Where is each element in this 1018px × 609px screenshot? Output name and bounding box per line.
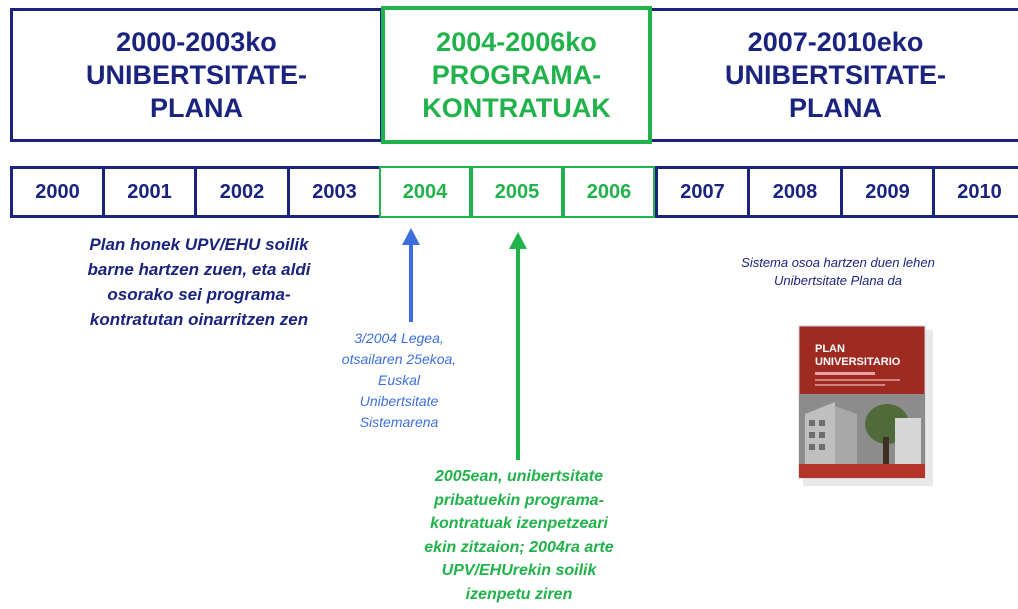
arrow-up-icon [509, 232, 527, 460]
plan-title-line: 2007-2010eko [747, 26, 924, 57]
book-title-line: PLAN [815, 343, 845, 355]
note-line: 2005ean, unibertsitate [434, 468, 604, 485]
year-cell-2010: 2010 [932, 166, 1018, 218]
note-line: Unibertsitate Plana da [774, 273, 902, 288]
plan-title-line: UNIBERTSITATE- [725, 59, 946, 90]
note-line: pribatuekin programa- [434, 491, 604, 509]
plan-title-line: 2004-2006ko [436, 26, 597, 57]
note-line: Sistema osoa hartzen duen lehen [741, 255, 935, 270]
year-cell-2008: 2008 [747, 166, 843, 218]
year-cell-2003: 2003 [287, 166, 382, 218]
note-2005: 2005ean, unibertsitate pribatuekin progr… [388, 465, 650, 606]
plan-2007-2010: 2007-2010eko UNIBERTSITATE- PLANA [652, 8, 1018, 142]
plan-book-cover-image: PLAN UNIVERSITARIO [798, 325, 933, 486]
note-line: UPV/EHUrekin soilik [441, 562, 597, 579]
plan-title-line: KONTRATUAK [422, 92, 611, 123]
note-line: Plan honek UPV/EHU soilik [89, 235, 309, 254]
plan-title-line: PLANA [789, 92, 882, 123]
note-line: kontratuak izenpetzeari [430, 515, 608, 532]
note-line: izenpetu ziren [465, 585, 573, 603]
plan-title-line: PLANA [150, 92, 243, 123]
arrow-up-icon [402, 228, 420, 322]
note-line: 3/2004 Legea, [354, 330, 444, 346]
note-line: Euskal [377, 372, 421, 388]
note-line: Sistemarena [359, 414, 439, 430]
year-cell-2001: 2001 [102, 166, 197, 218]
note-line: Unibertsitate [359, 393, 439, 409]
plan-2004-2006: 2004-2006ko PROGRAMA- KONTRATUAK [381, 6, 652, 144]
law-note: 3/2004 Legea, otsailaren 25ekoa, Euskal … [324, 328, 474, 433]
plan-title-line: PROGRAMA- [431, 59, 602, 90]
note-line: barne hartzen zuen, eta aldi [87, 260, 311, 279]
plan-title-line: 2000-2003ko [116, 26, 277, 57]
year-cell-2007: 2007 [655, 166, 750, 218]
note-line: otsailaren 25ekoa, [341, 351, 457, 367]
book-title-line: UNIVERSITARIO [815, 356, 901, 368]
year-cell-2009: 2009 [840, 166, 935, 218]
year-cell-2004: 2004 [379, 166, 471, 218]
year-cell-2005: 2005 [471, 166, 563, 218]
plan1-note: Plan honek UPV/EHU soilik barne hartzen … [40, 232, 358, 332]
plan3-note: Sistema osoa hartzen duen lehen Uniberts… [688, 254, 988, 290]
note-line: osorako sei programa- [107, 285, 291, 304]
year-cell-2000: 2000 [10, 166, 105, 218]
plan-2000-2003: 2000-2003ko UNIBERTSITATE- PLANA [10, 8, 382, 142]
year-cell-2002: 2002 [194, 166, 290, 218]
note-line: kontratutan oinarritzen zen [89, 310, 309, 329]
note-line: ekin zitzaion; 2004ra arte [424, 538, 614, 556]
plan-title-line: UNIBERTSITATE- [86, 59, 307, 90]
year-cell-2006: 2006 [563, 166, 655, 218]
